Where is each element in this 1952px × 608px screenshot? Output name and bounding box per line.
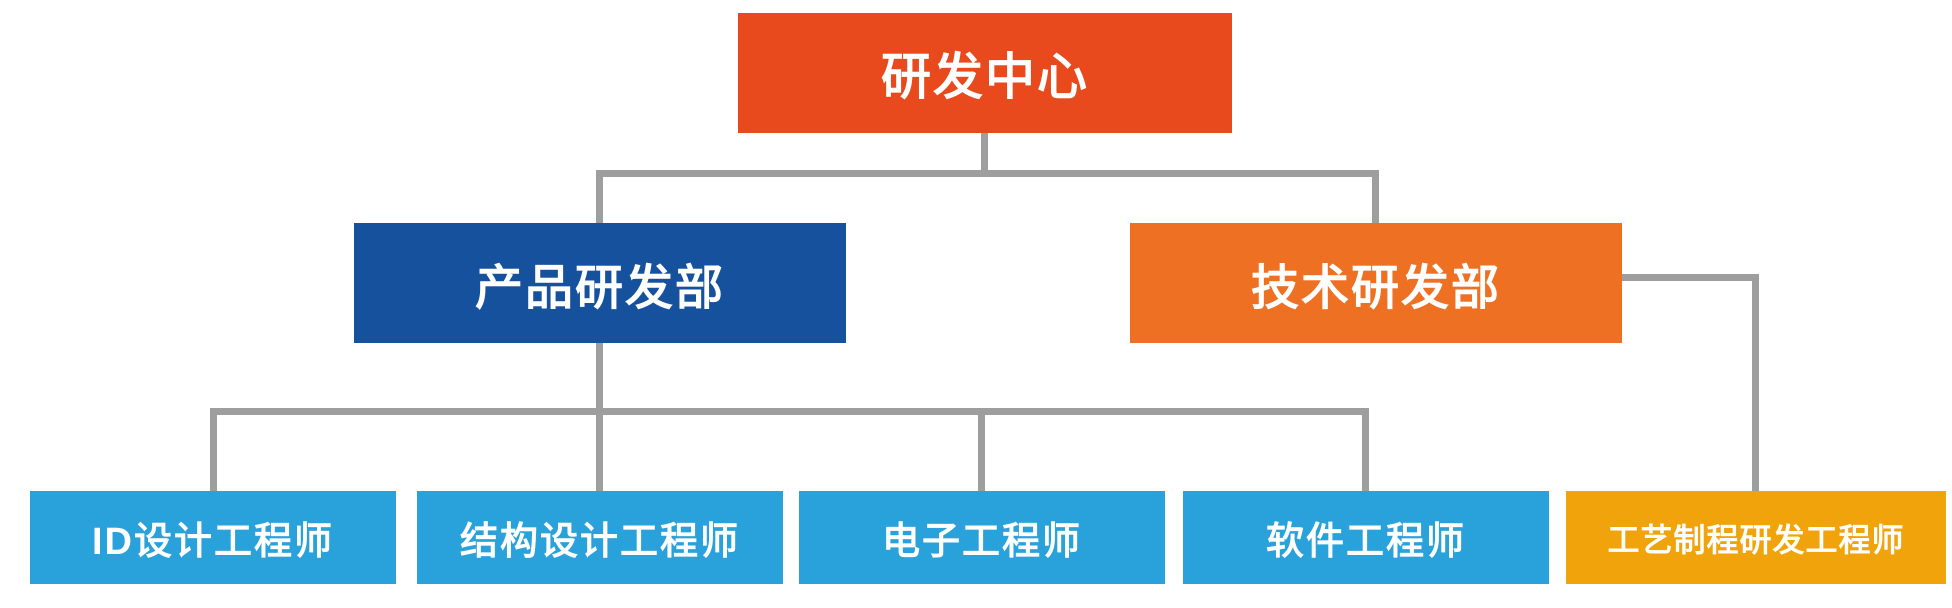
org-node-process-rnd-engineer-label: 工艺制程研发工程师	[1607, 521, 1905, 558]
connector-level3-rail	[210, 408, 1369, 415]
org-node-electronics-engineer: 电子工程师	[799, 491, 1165, 584]
org-node-structure-design-engineer: 结构设计工程师	[417, 491, 783, 584]
connector-drop-id-design	[210, 408, 217, 491]
org-node-structure-design-engineer-label: 结构设计工程师	[459, 521, 740, 563]
org-node-electronics-engineer-label: 电子工程师	[881, 521, 1082, 563]
connector-product-dept-feed	[596, 343, 603, 491]
connector-drop-tech-dept	[1372, 170, 1379, 223]
org-node-software-engineer: 软件工程师	[1183, 491, 1549, 584]
connector-drop-process-role	[1752, 274, 1759, 491]
org-node-software-engineer-label: 软件工程师	[1265, 521, 1466, 563]
org-node-product-rnd-dept-label: 产品研发部	[474, 262, 725, 315]
org-node-rnd-center-label: 研发中心	[881, 49, 1089, 105]
org-node-tech-rnd-dept-label: 技术研发部	[1250, 262, 1501, 315]
org-node-process-rnd-engineer: 工艺制程研发工程师	[1566, 491, 1946, 584]
connector-drop-software	[1362, 408, 1369, 491]
org-node-tech-rnd-dept: 技术研发部	[1130, 223, 1622, 343]
connector-drop-electronics	[978, 408, 985, 491]
connector-root-stub	[981, 133, 988, 177]
org-node-id-design-engineer: ID设计工程师	[30, 491, 396, 584]
org-node-id-design-engineer-label: ID设计工程师	[91, 521, 334, 563]
connector-level2-rail	[596, 170, 1379, 177]
connector-tech-dept-branch	[1622, 274, 1759, 281]
connector-drop-product-dept	[596, 170, 603, 223]
org-node-rnd-center: 研发中心	[738, 13, 1232, 133]
org-node-product-rnd-dept: 产品研发部	[354, 223, 846, 343]
